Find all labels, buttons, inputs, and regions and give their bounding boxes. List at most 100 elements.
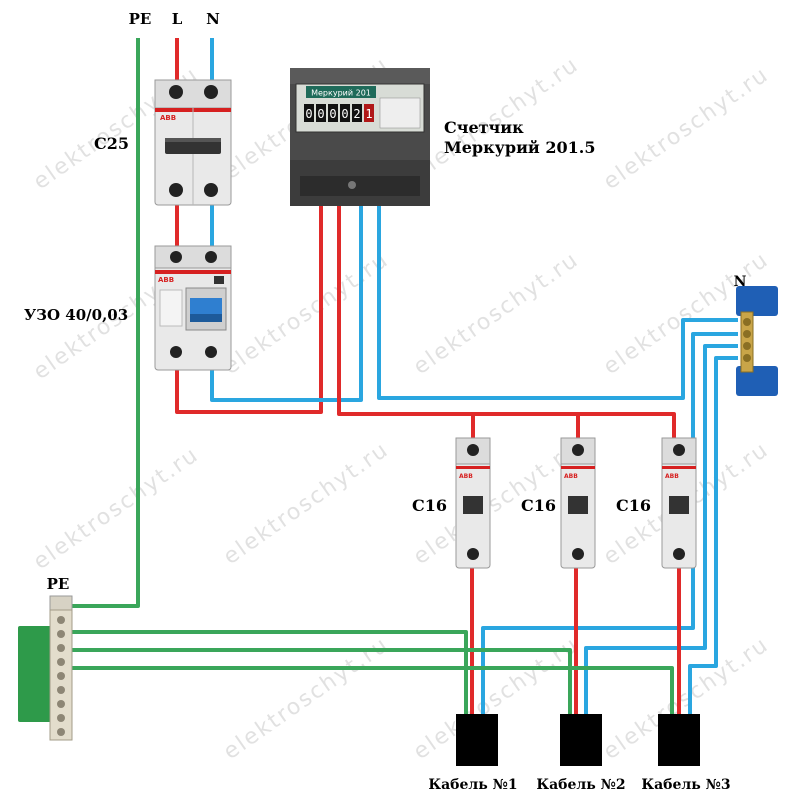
cable-1 [456,714,498,766]
test-button[interactable] [214,276,224,284]
terminal-screw [169,85,183,99]
meter-digit-cell [328,104,338,122]
rcd-device[interactable]: ABB [154,245,232,371]
n-wire-meter-out [377,206,738,400]
n-wire-cable-2 [584,344,738,716]
pe-wire-main [70,38,140,608]
terminal-screw [205,346,217,358]
pe-bus-screw [57,616,65,624]
terminal-screw [572,444,584,456]
terminal-screw [204,183,218,197]
watermark-text: elektroschyt.ru [599,62,774,195]
n-wire-cable-1 [481,332,738,716]
n-bus-screw [743,354,751,362]
toggle-lever[interactable] [568,496,588,514]
meter-digit: 0 [341,107,348,121]
toggle-lever[interactable] [463,496,483,514]
breaker-c16-3[interactable]: ABB [661,437,697,569]
terminal-screw [169,183,183,197]
pe-bus-body [18,626,52,722]
n-bus-screw [743,318,751,326]
meter-top-band [290,68,430,84]
n-wire-cable-3 [688,356,738,716]
meter-label-line2: Меркурий 201.5 [444,138,595,157]
earth-bus-bar [18,595,73,741]
pe-bus-label: PE [47,575,70,593]
l-wire-meter-out [337,206,676,440]
terminal-screw [205,251,217,263]
n-bus-label: N [734,274,747,290]
meter-terminal-cover [300,176,420,196]
neutral-bus-bar [736,286,778,396]
terminal-screw [673,444,685,456]
meter-digit: 1 [365,107,372,121]
rcd-toggle-lever[interactable] [190,298,222,314]
pe-bus-screw [57,672,65,680]
brand-stripe [155,270,231,274]
meter-brand-plate [306,86,376,98]
meter-info-plate [379,97,421,129]
n-bus-bottom-holder [736,366,778,396]
breaker-top-cap [560,437,596,465]
meter-digit-cell [364,104,374,122]
terminal-screw [467,548,479,560]
rcd-rating-plate [159,289,183,327]
brand-logo: ABB [459,473,473,480]
terminal-screw [572,548,584,560]
breaker-top-cap [154,79,232,109]
breaker-c16-1[interactable]: ABB [455,437,491,569]
terminal-screw [204,85,218,99]
pe-bus-screw [57,728,65,736]
meter-digit: 0 [329,107,336,121]
breaker-c16-2-label: C16 [521,496,556,515]
watermark-text: elektroschyt.ru [219,247,394,380]
pe-bus-screw [57,658,65,666]
pe-wire-cable-3 [70,666,674,716]
cable-3-label: Кабель №3 [641,777,730,793]
rcd-top-cap [154,245,232,269]
n-bus-screw [743,342,751,350]
watermark-text: elektroschyt.ru [409,247,584,380]
toggle-lever[interactable] [669,496,689,514]
meter-digit-cell [340,104,350,122]
watermark-text: elektroschyt.ru [29,442,204,575]
meter-label-line1: Счетчик [444,118,524,137]
brand-stripe [561,466,595,469]
cable-2-label: Кабель №2 [536,777,625,793]
terminal-screw [170,251,182,263]
terminal-screw [467,444,479,456]
main-breaker-c25[interactable]: ABB [154,79,232,206]
terminal-screw [673,548,685,560]
wires [70,38,738,716]
breaker-c16-2[interactable]: ABB [560,437,596,569]
cable-2 [560,714,602,766]
pe-wire-cable-2 [70,648,572,716]
meter-digit-cell [304,104,314,122]
breaker-c16-3-label: C16 [616,496,651,515]
pe-bus-screw [57,630,65,638]
n-top-label: N [206,10,220,28]
meter-digit-cell [316,104,326,122]
n-bus-top-holder [736,286,778,316]
watermark-text: elektroschyt.ru [219,632,394,765]
pe-bus-screw [57,644,65,652]
cable-3 [658,714,700,766]
pe-wire-cable-1 [70,630,468,716]
cable-1-label: Кабель №1 [428,777,517,793]
meter-digit: 0 [317,107,324,121]
l-wire-rcd-meter [175,206,323,414]
pe-bus-screw [57,714,65,722]
rcd-label: УЗО 40/0,03 [24,306,128,324]
brand-logo: ABB [158,276,174,284]
pe-top-label: PE [129,10,152,28]
pe-bus-screw [57,700,65,708]
rcd-toggle-shade [190,314,222,322]
brand-logo: ABB [665,473,679,480]
breaker-c16-1-label: C16 [412,496,447,515]
terminal-screw [170,346,182,358]
meter-digit-cell [352,104,362,122]
meter-brand: Меркурий 201 [311,89,371,98]
l-top-label: L [172,10,183,28]
